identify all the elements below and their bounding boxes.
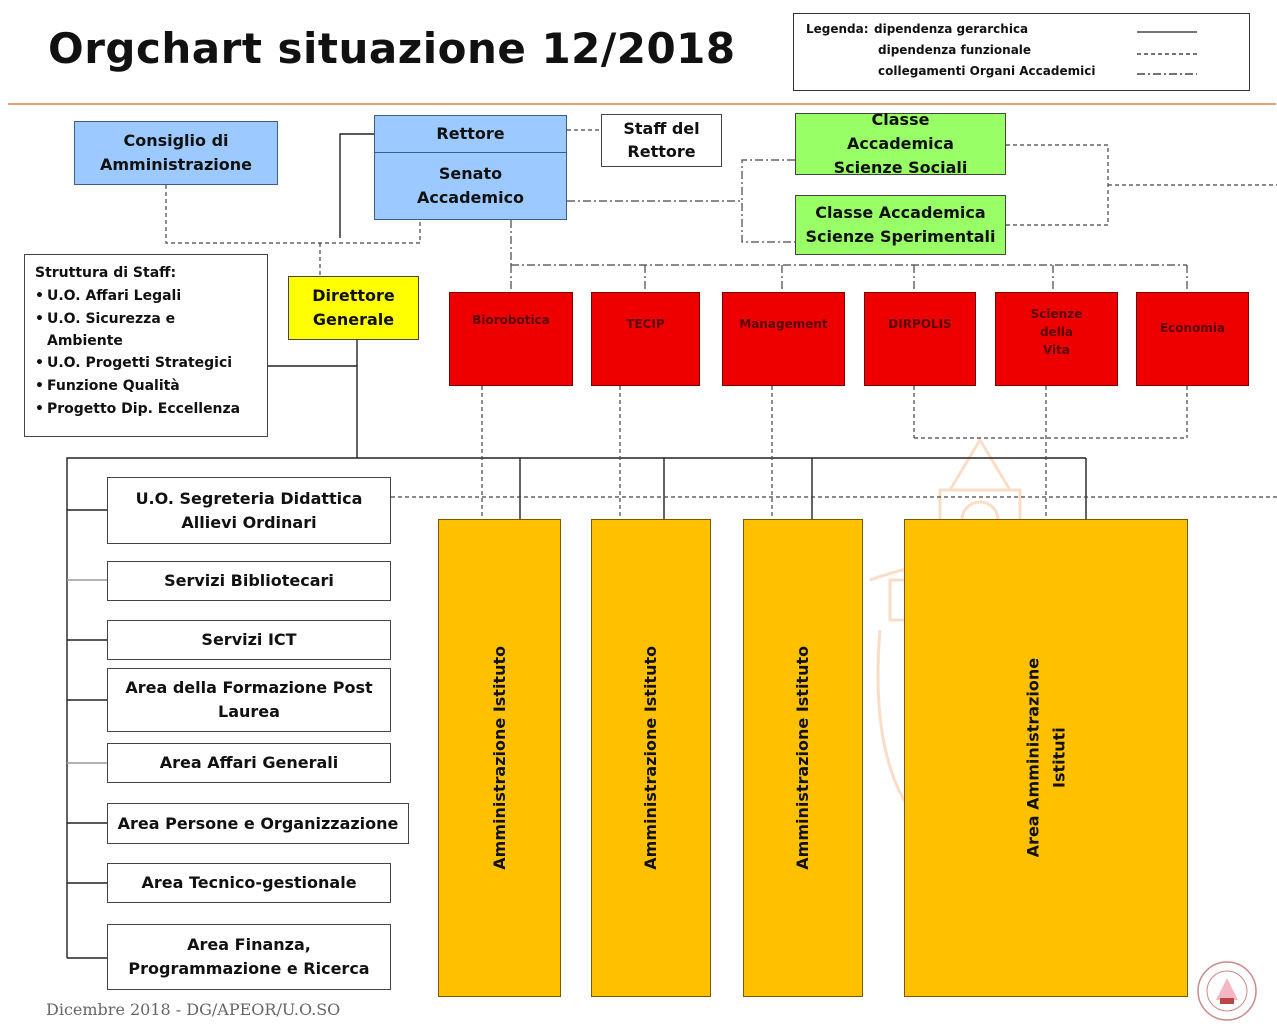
admin-unit-label: U.O. Segreteria Didattica Allievi Ordina… bbox=[135, 488, 363, 532]
admin-unit-tecnico: Area Tecnico-gestionale bbox=[107, 863, 391, 903]
admin-unit-label: Area Finanza, Programmazione e Ricerca bbox=[128, 935, 370, 978]
institute-label: DIRPOLIS bbox=[888, 317, 952, 331]
amministrazione-istituto-1: Amministrazione Istituto bbox=[438, 519, 561, 997]
institute-scienze-vita: Scienze della Vita bbox=[995, 292, 1118, 386]
legend: Legenda: dipendenza gerarchica dipendenz… bbox=[793, 13, 1250, 91]
institute-management: Management bbox=[722, 292, 845, 386]
institute-label: Biorobotica bbox=[472, 313, 550, 327]
institute-tecip: TECIP bbox=[591, 292, 700, 386]
rettore-box: Rettore bbox=[374, 115, 567, 153]
staff-rettore-box: Staff del Rettore bbox=[601, 114, 722, 167]
admin-unit-ict: Servizi ICT bbox=[107, 620, 391, 660]
staff-item: Funzione Qualità bbox=[35, 375, 257, 398]
legend-item-gerarchica: dipendenza gerarchica bbox=[874, 22, 1029, 36]
seal-logo-icon bbox=[1197, 961, 1257, 1021]
institute-economia: Economia bbox=[1136, 292, 1249, 386]
staff-item: U.O. Affari Legali bbox=[35, 285, 257, 308]
amministrazione-label: Amministrazione Istituto bbox=[793, 646, 813, 870]
institute-label: TECIP bbox=[626, 317, 665, 331]
direttore-generale-box: Direttore Generale bbox=[288, 276, 419, 340]
amministrazione-istituto-2: Amministrazione Istituto bbox=[591, 519, 711, 997]
amministrazione-istituto-3: Amministrazione Istituto bbox=[743, 519, 863, 997]
amministrazione-label: Amministrazione Istituto bbox=[641, 646, 661, 870]
admin-unit-label: Servizi ICT bbox=[201, 630, 297, 649]
legend-item-funzionale: dipendenza funzionale bbox=[878, 43, 1032, 57]
admin-unit-label: Area Persone e Organizzazione bbox=[117, 813, 399, 833]
struttura-staff-box: Struttura di Staff: U.O. Affari Legali U… bbox=[24, 254, 268, 437]
staff-item: U.O. Sicurezza e Ambiente bbox=[35, 308, 217, 352]
page-title: Orgchart situazione 12/2018 bbox=[48, 24, 736, 73]
classe-sperimentali-label: Classe Accademica Scienze Sperimentali bbox=[805, 203, 996, 246]
amministrazione-label: Amministrazione Istituto bbox=[489, 646, 509, 870]
admin-unit-label: Servizi Bibliotecari bbox=[164, 571, 334, 590]
legend-item-organi: collegamenti Organi Accademici bbox=[878, 64, 1096, 78]
senato-label: Senato Accademico bbox=[416, 164, 525, 207]
institute-biorobotica: Biorobotica bbox=[449, 292, 573, 386]
staff-rettore-label: Staff del Rettore bbox=[623, 119, 700, 161]
struttura-staff-list: U.O. Affari Legali U.O. Sicurezza e Ambi… bbox=[35, 285, 257, 421]
classe-scienze-sperimentali-box: Classe Accademica Scienze Sperimentali bbox=[795, 195, 1006, 255]
admin-unit-biblioteca: Servizi Bibliotecari bbox=[107, 561, 391, 601]
admin-unit-segreteria: U.O. Segreteria Didattica Allievi Ordina… bbox=[107, 477, 391, 544]
admin-unit-persone: Area Persone e Organizzazione bbox=[107, 803, 409, 844]
title-divider bbox=[8, 103, 1276, 105]
admin-unit-affari-generali: Area Affari Generali bbox=[107, 743, 391, 783]
struttura-staff-heading: Struttura di Staff: bbox=[35, 265, 177, 281]
senato-accademico-box: Senato Accademico bbox=[374, 152, 567, 220]
staff-item: Progetto Dip. Eccellenza bbox=[35, 398, 257, 421]
footer-text: Dicembre 2018 - DG/APEOR/U.O.SO bbox=[46, 1000, 341, 1019]
institute-label: Economia bbox=[1159, 321, 1226, 335]
admin-unit-label: Area Affari Generali bbox=[159, 753, 339, 772]
classe-scienze-sociali-box: Classe Accademica Scienze Sociali bbox=[795, 110, 1006, 177]
admin-unit-formazione: Area della Formazione Post Laurea bbox=[107, 668, 391, 732]
institute-label: Management bbox=[739, 317, 828, 331]
classe-sociali-label: Classe Accademica Scienze Sociali bbox=[833, 110, 968, 177]
amministrazione-label: Area Amministrazione Istituti bbox=[1023, 658, 1068, 858]
admin-unit-label: Area Tecnico-gestionale bbox=[141, 873, 357, 892]
admin-unit-finanza: Area Finanza, Programmazione e Ricerca bbox=[107, 924, 391, 990]
admin-unit-label: Area della Formazione Post Laurea bbox=[125, 678, 373, 721]
consiglio-amministrazione-box: Consiglio di Amministrazione bbox=[74, 121, 278, 185]
area-amministrazione-istituti: Area Amministrazione Istituti bbox=[904, 519, 1188, 997]
legend-prefix: Legenda: bbox=[806, 22, 869, 36]
rettore-label: Rettore bbox=[436, 124, 505, 143]
institute-label: Scienze della Vita bbox=[1030, 307, 1083, 357]
direttore-label: Direttore Generale bbox=[312, 286, 395, 329]
staff-item: U.O. Progetti Strategici bbox=[35, 352, 257, 375]
legend-line-samples bbox=[1137, 31, 1197, 75]
institute-dirpolis: DIRPOLIS bbox=[864, 292, 976, 386]
consiglio-label: Consiglio di Amministrazione bbox=[100, 131, 252, 174]
